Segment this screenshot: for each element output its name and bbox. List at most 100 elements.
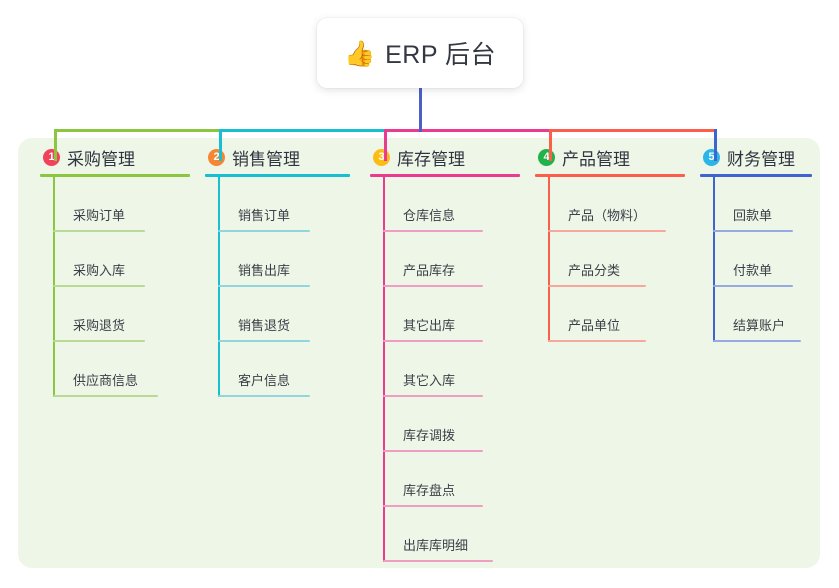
branch-underline [205, 174, 350, 177]
branch-item-label: 产品库存 [403, 263, 456, 278]
branch-item-label: 付款单 [733, 263, 773, 278]
branch-item-label: 客户信息 [238, 373, 291, 388]
branch-item-label: 库存盘点 [403, 483, 456, 498]
connector-drop-line [384, 129, 387, 161]
branch-item[interactable]: 采购订单 [53, 177, 190, 232]
branch-item[interactable]: 销售订单 [218, 177, 350, 232]
branch-item-underline [218, 395, 310, 397]
root-node[interactable]: 👍 ERP 后台 [317, 18, 523, 88]
branch-item-underline [218, 230, 310, 232]
branch-item[interactable]: 其它出库 [383, 287, 520, 342]
branch-item-label: 采购入库 [73, 263, 126, 278]
branch-column-4: 4 产品管理产品（物料） 产品分类产品单位 [535, 144, 685, 342]
branch-item-label: 采购订单 [73, 208, 126, 223]
branch-spine [383, 177, 385, 562]
branch-item[interactable]: 回款单 [713, 177, 812, 232]
branch-item-underline [383, 505, 483, 507]
branch-children: 销售订单销售出库销售退货客户信息 [218, 177, 350, 397]
branch-item[interactable]: 产品单位 [548, 287, 685, 342]
branch-item-underline [383, 395, 483, 397]
branch-item[interactable]: 产品分类 [548, 232, 685, 287]
branch-item[interactable]: 付款单 [713, 232, 812, 287]
branch-item-underline [713, 285, 793, 287]
branch-item[interactable]: 产品（物料） [548, 177, 685, 232]
branch-item-underline [548, 285, 646, 287]
branch-item-label: 供应商信息 [73, 373, 139, 388]
branch-item-underline [713, 340, 801, 342]
branch-header-4[interactable]: 4 产品管理 [535, 144, 685, 170]
branch-number-badge: 4 [538, 148, 555, 166]
branch-underline [700, 174, 812, 177]
branch-item-label: 产品单位 [568, 318, 621, 333]
branch-column-3: 3 库存管理仓库信息产品库存其它出库其它入库库存调拨库存盘点出库库明细 [370, 144, 520, 562]
branch-item-underline [383, 285, 483, 287]
branch-item-underline [713, 230, 793, 232]
connector-drop-line [714, 129, 717, 161]
branch-children: 回款单付款单结算账户 [713, 177, 812, 342]
branch-item-underline [548, 340, 646, 342]
branch-item[interactable]: 销售退货 [218, 287, 350, 342]
branch-item[interactable]: 其它入库 [383, 342, 520, 397]
connector-segment [384, 129, 552, 132]
branch-item-underline [383, 230, 483, 232]
connector-drop-line [549, 129, 552, 161]
branch-item-label: 销售退货 [238, 318, 291, 333]
branch-title: 采购管理 [67, 149, 135, 169]
branch-children: 仓库信息产品库存其它出库其它入库库存调拨库存盘点出库库明细 [383, 177, 520, 562]
branch-item[interactable]: 产品库存 [383, 232, 520, 287]
branch-item[interactable]: 客户信息 [218, 342, 350, 397]
branch-item[interactable]: 仓库信息 [383, 177, 520, 232]
branch-title: 库存管理 [397, 149, 465, 169]
branch-header-3[interactable]: 3 库存管理 [370, 144, 520, 170]
branch-column-2: 2 销售管理销售订单销售出库销售退货客户信息 [205, 144, 350, 397]
branch-item-underline [383, 560, 493, 562]
branch-item[interactable]: 采购入库 [53, 232, 190, 287]
branch-item-label: 回款单 [733, 208, 773, 223]
branch-item-label: 产品分类 [568, 263, 621, 278]
connector-segment [219, 129, 387, 132]
branch-item[interactable]: 采购退货 [53, 287, 190, 342]
branch-item-label: 出库库明细 [403, 538, 469, 553]
branch-header-2[interactable]: 2 销售管理 [205, 144, 350, 170]
branch-item[interactable]: 库存盘点 [383, 452, 520, 507]
branch-item-underline [218, 285, 310, 287]
branch-spine [713, 177, 715, 342]
connector-segment [549, 129, 717, 132]
thumbs-up-icon: 👍 [343, 38, 376, 68]
branch-title: 产品管理 [562, 149, 630, 169]
root-trunk-line [419, 86, 422, 132]
branch-item-label: 仓库信息 [403, 208, 456, 223]
branch-title: 财务管理 [727, 149, 795, 169]
branch-item[interactable]: 库存调拨 [383, 397, 520, 452]
branch-item-label: 销售订单 [238, 208, 291, 223]
branch-item-label: 采购退货 [73, 318, 126, 333]
branch-item-label: 结算账户 [733, 318, 786, 333]
root-node-title: ERP 后台 [385, 41, 497, 69]
branch-item[interactable]: 销售出库 [218, 232, 350, 287]
branch-item-label: 库存调拨 [403, 428, 456, 443]
branch-item-label: 销售出库 [238, 263, 291, 278]
branch-item-label: 其它出库 [403, 318, 456, 333]
branch-number-badge: 3 [373, 148, 390, 166]
branch-item-label: 产品（物料） [568, 208, 647, 223]
branch-spine [218, 177, 220, 397]
branch-spine [53, 177, 55, 397]
branch-underline [370, 174, 520, 177]
connector-drop-line [54, 129, 57, 161]
branch-item-label: 其它入库 [403, 373, 456, 388]
branch-title: 销售管理 [232, 149, 300, 169]
branch-underline [535, 174, 685, 177]
branch-item-underline [53, 340, 145, 342]
branch-item-underline [53, 285, 145, 287]
branch-number-badge: 2 [208, 148, 225, 166]
branch-children: 采购订单采购入库采购退货供应商信息 [53, 177, 190, 397]
branch-item[interactable]: 结算账户 [713, 287, 812, 342]
branch-item[interactable]: 出库库明细 [383, 507, 520, 562]
branch-item-underline [548, 230, 666, 232]
branch-item[interactable]: 供应商信息 [53, 342, 190, 397]
